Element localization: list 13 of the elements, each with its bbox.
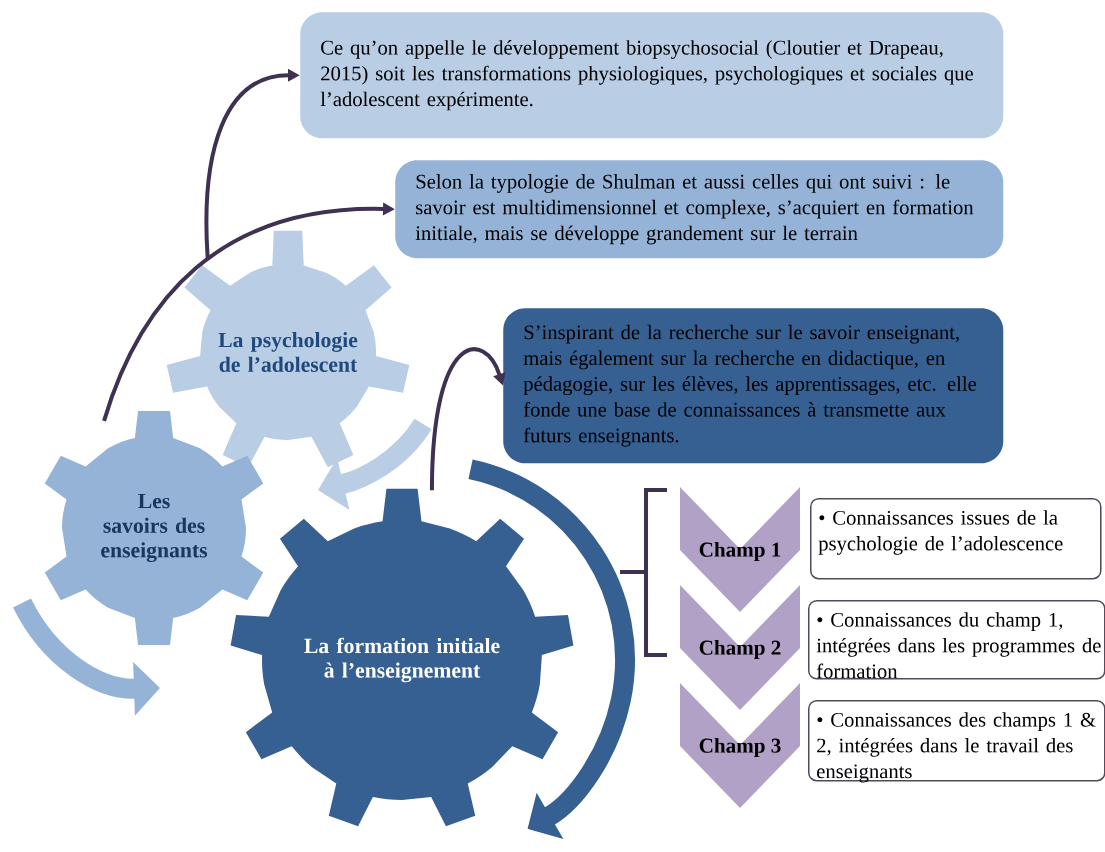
text-box: • Connaissances des champs 1 & 2, intégrées dans le travail des enseignants bbox=[808, 700, 1105, 783]
gear: La psychologie de l’adolescent bbox=[166, 230, 410, 468]
text-box: S’inspirant de la recherche sur le savoir enseignant, mais également sur la recherche en didactique, en pédagogie, sur les élèves, les apprentissages, etc. elle fonde une base de connaissances à transmette aux futurs enseignants. bbox=[503, 308, 1004, 464]
process-step: Champ 2 bbox=[680, 585, 800, 710]
text-box: Ce qu’on appelle le développement biopsychosocial (Cloutier et Drapeau, 2015) soit les transformations physiologiques, psychologiques et sociales que l’adolescent expérimente. bbox=[300, 12, 1004, 139]
arrow bbox=[429, 347, 506, 491]
process-step: Champ 1 bbox=[680, 487, 800, 612]
text-box: Selon la typologie de Shulman et aussi celles qui ont suivi : le savoir est multidimensionnel et complexe, s’acquiert en formation initiale, mais se développe grandement sur le terrain bbox=[395, 160, 1004, 259]
text-box: • Connaissances issues de la psychologie de l’adolescence bbox=[810, 498, 1102, 580]
gear: Les savoirs des enseignants bbox=[44, 411, 264, 645]
gear: La formation initiale à l’enseignement bbox=[230, 488, 574, 827]
text-box: • Connaissances du champ 1, intégrées dans les programmes de formation bbox=[808, 600, 1105, 680]
process-step: Champ 3 bbox=[680, 683, 800, 808]
